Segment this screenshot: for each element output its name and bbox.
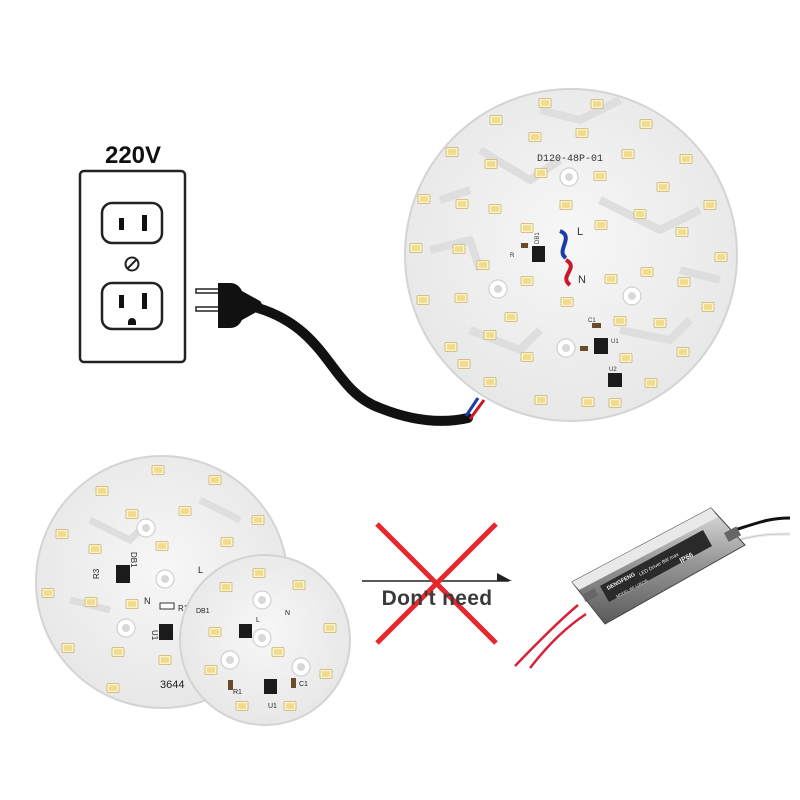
board-code-text: 3644: [160, 679, 184, 691]
label-l-right: L: [256, 617, 260, 624]
component-r-label: R: [510, 253, 515, 259]
dont-need-caption: Don't need: [381, 587, 493, 610]
led-board-large: D120-48P-01 L N DB1 R U1 C1 U2: [404, 88, 738, 422]
label-r3: R3: [92, 568, 101, 579]
led-board-right: DB1 R1 U1 C1 L N: [179, 554, 351, 726]
socket-top: [100, 201, 164, 245]
voltage-label: 220V: [104, 142, 162, 169]
led-driver-box: DENGFENG LED Driver 8W max IP66 MODEL:BF…: [514, 507, 791, 669]
component-db-label: DB1: [535, 232, 541, 244]
power-cord: [253, 303, 473, 426]
terminal-n-label: N: [578, 274, 586, 286]
component-u-label: U1: [611, 339, 619, 345]
label-u1: U1: [150, 630, 159, 641]
outlet-screw-icon: [124, 256, 140, 272]
label-n: N: [144, 596, 151, 606]
not-needed-cross: [362, 522, 512, 645]
label-c1-right: C1: [299, 681, 308, 688]
terminal-l-label: L: [577, 226, 583, 238]
label-db1: DB1: [129, 552, 138, 568]
label-r1: R1: [178, 604, 189, 613]
label-u1-right: U1: [268, 703, 277, 710]
wall-outlet: [78, 169, 187, 364]
label-db1-right: DB1: [196, 608, 210, 615]
socket-bottom: [100, 281, 164, 331]
label-r1-right: R1: [233, 689, 242, 696]
board-model-text: D120-48P-01: [537, 154, 603, 165]
power-plug: [195, 283, 262, 328]
component-u2-label: U2: [609, 367, 617, 373]
label-l: L: [198, 565, 203, 575]
component-c-label: C1: [588, 318, 596, 324]
label-n-right: N: [285, 610, 290, 617]
